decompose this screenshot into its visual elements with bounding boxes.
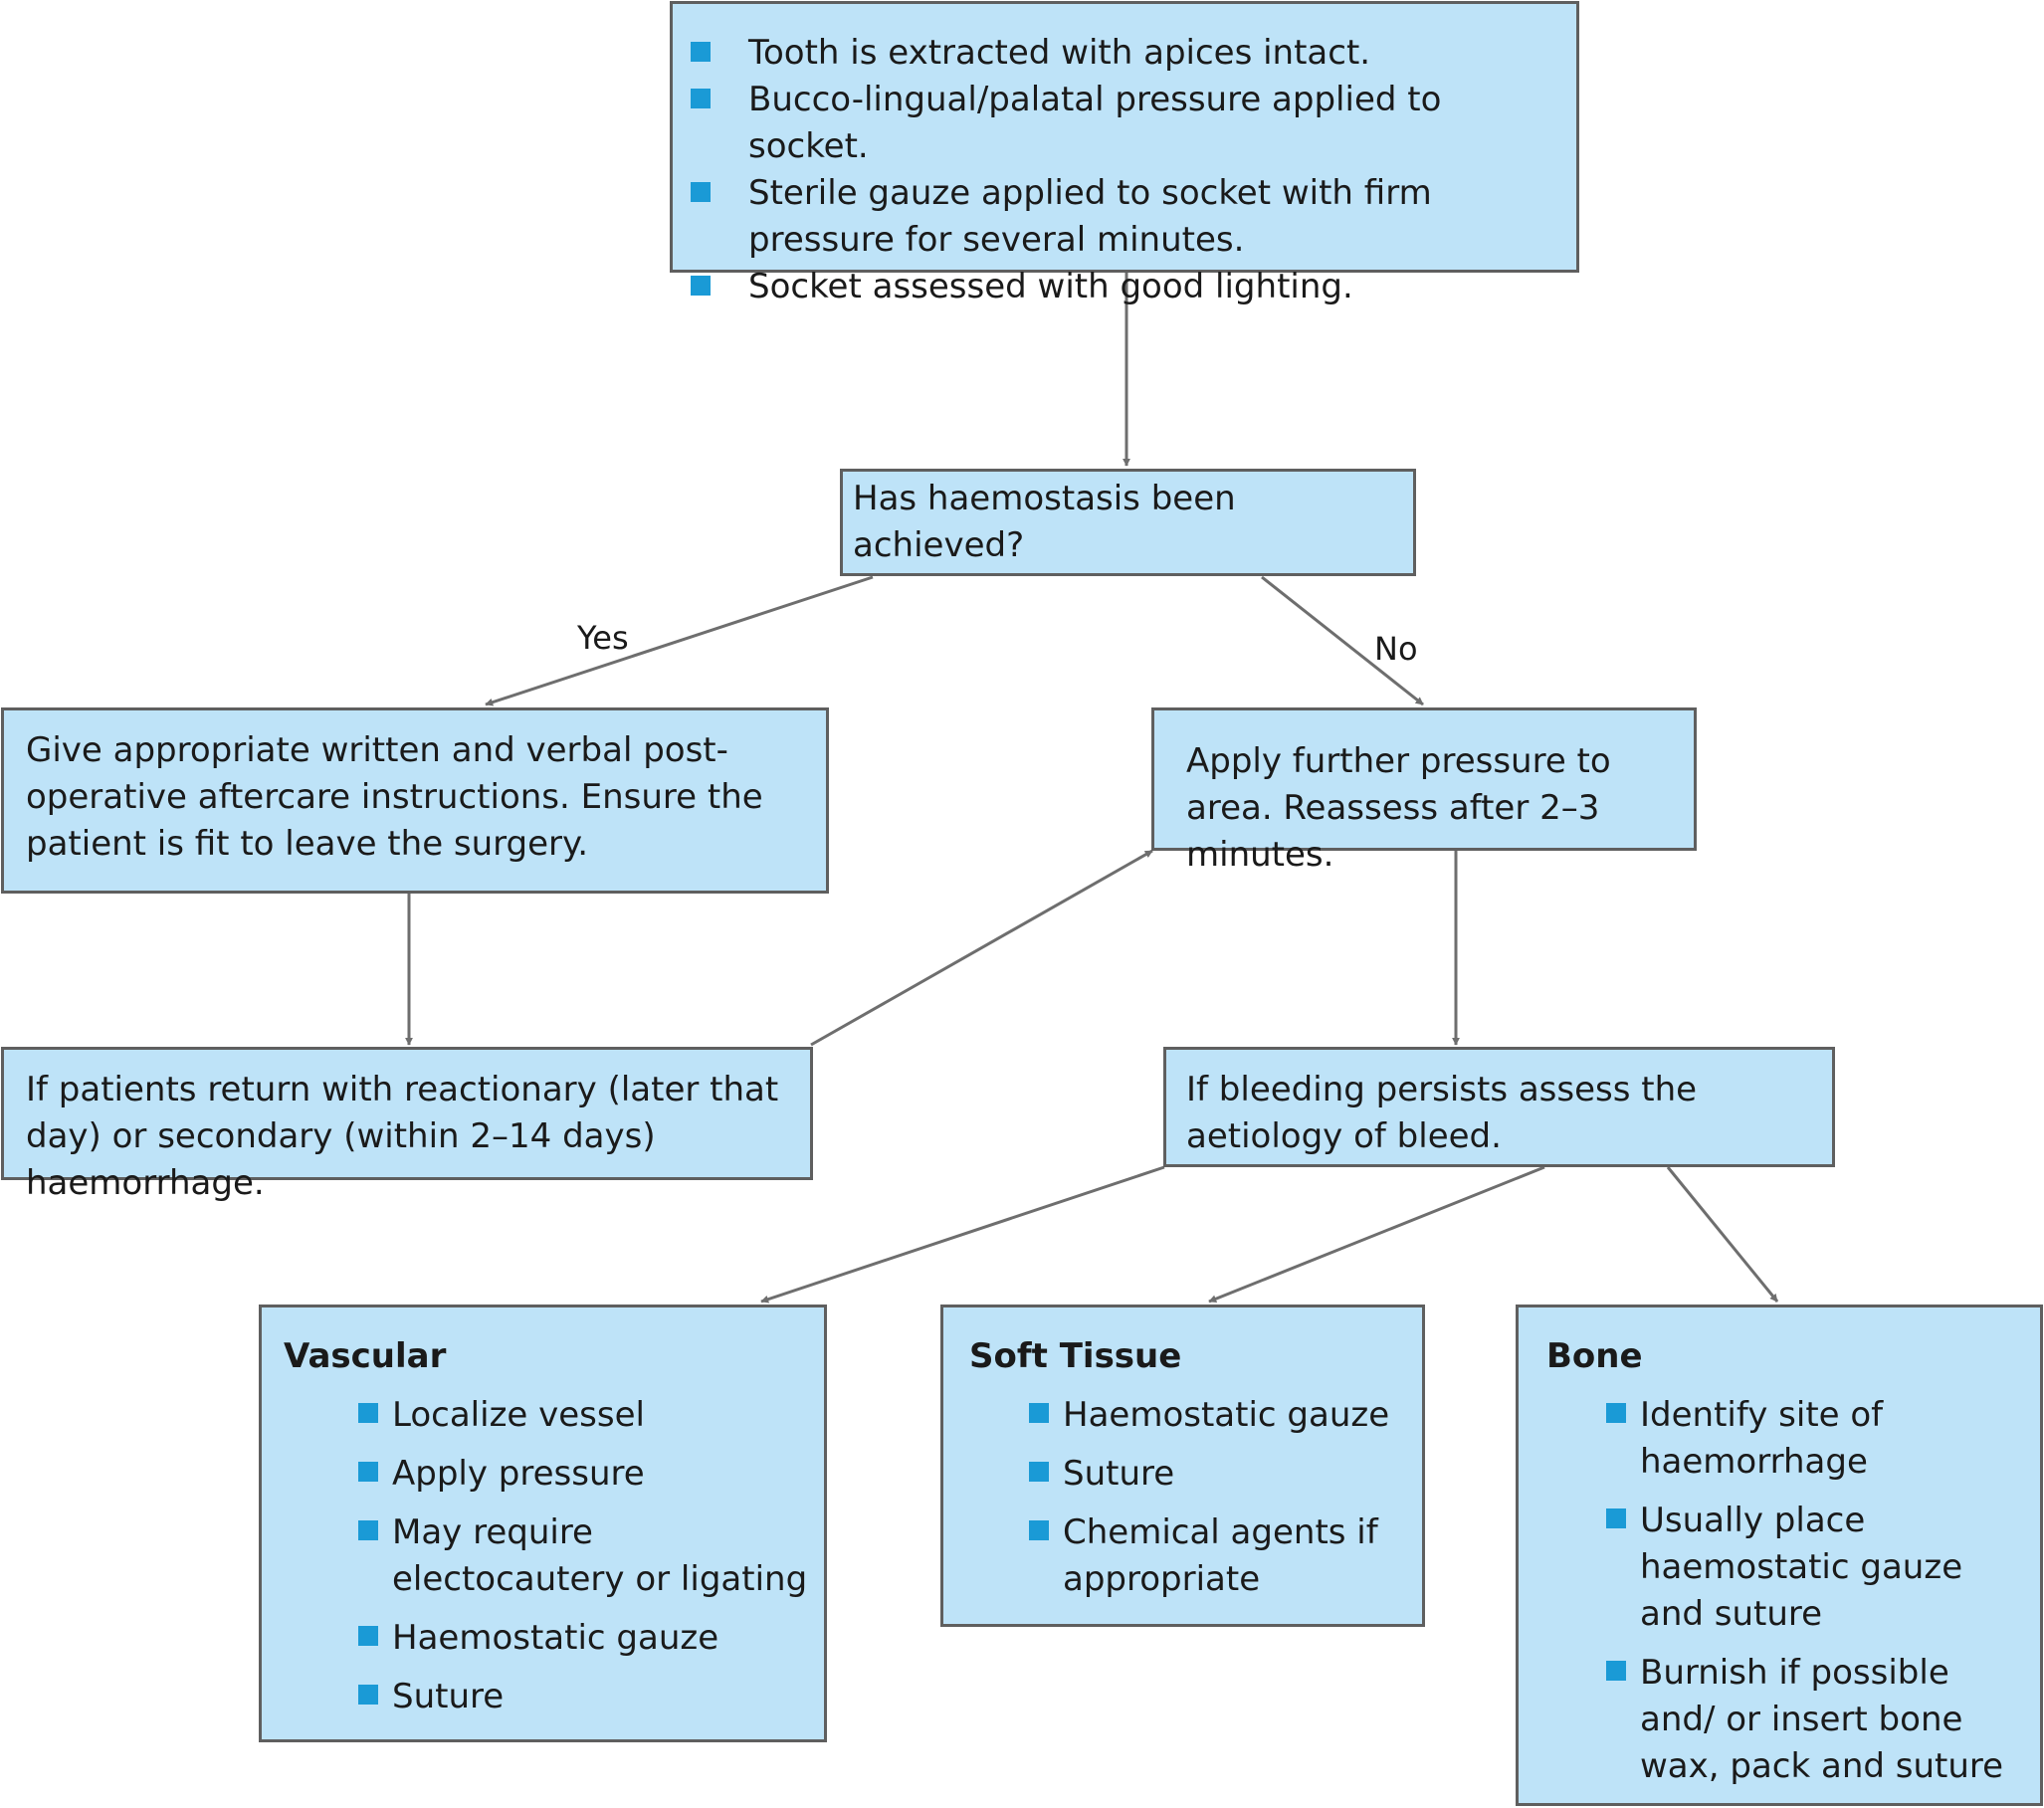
start-box: Tooth is extracted with apices intact. B… <box>670 1 1579 306</box>
start-step: Bucco-lingual/palatal pressure applied t… <box>691 77 1564 170</box>
aftercare-text: Give appropriate written and verbal post… <box>26 730 763 864</box>
start-step: Socket assessed with good lighting. <box>691 264 1564 310</box>
soft-tissue-heading: Soft Tissue <box>969 1336 1182 1376</box>
start-steps: Tooth is extracted with apices intact. B… <box>691 30 1564 310</box>
bone-item: Identify site of haemorrhage <box>1606 1392 2032 1486</box>
arrow-return-to-pressure <box>810 849 1153 1047</box>
bullet-icon <box>1029 1403 1049 1423</box>
bone-box: Bone Identify site of haemorrhage Usuall… <box>1516 1305 2043 1806</box>
bone-heading: Bone <box>1546 1336 1643 1376</box>
question-box: Has haemostasis been achieved? <box>840 469 1416 576</box>
return-box: If patients return with reactionary (lat… <box>1 1047 813 1203</box>
start-step: Tooth is extracted with apices intact. <box>691 30 1564 77</box>
soft-tissue-list: Haemostatic gauze Suture Chemical agents… <box>1029 1392 1410 1603</box>
bone-item: Burnish if possible and/ or insert bone … <box>1606 1650 2032 1790</box>
bullet-icon <box>358 1403 378 1423</box>
arrow-to-soft-tissue <box>1208 1165 1545 1304</box>
vascular-heading: Vascular <box>284 1336 447 1376</box>
vascular-item: Haemostatic gauze <box>358 1615 810 1662</box>
vascular-item: Localize vessel <box>358 1392 810 1439</box>
vascular-item: Apply pressure <box>358 1451 810 1498</box>
vascular-box: Vascular Localize vessel Apply pressure … <box>259 1305 827 1742</box>
start-step: Sterile gauze applied to socket with fir… <box>691 170 1564 264</box>
bullet-icon <box>691 89 711 108</box>
question-text: Has haemostasis been achieved? <box>853 479 1236 565</box>
aftercare-box: Give appropriate written and verbal post… <box>1 707 829 894</box>
persist-text: If bleeding persists assess the aetiolog… <box>1186 1070 1698 1156</box>
arrow-to-vascular <box>760 1165 1165 1304</box>
vascular-item: May require electocautery or ligating <box>358 1509 810 1603</box>
pressure-text: Apply further pressure to area. Reassess… <box>1186 741 1611 875</box>
bone-item: Usually place haemostatic gauze and sutu… <box>1606 1498 2032 1638</box>
bullet-icon <box>1606 1403 1626 1423</box>
bullet-icon <box>1029 1462 1049 1482</box>
persist-box: If bleeding persists assess the aetiolog… <box>1163 1047 1835 1167</box>
yes-label: Yes <box>577 619 629 657</box>
bullet-icon <box>691 276 711 296</box>
soft-tissue-item: Chemical agents if appropriate <box>1029 1509 1410 1603</box>
bullet-icon <box>358 1685 378 1705</box>
bullet-icon <box>1606 1508 1626 1528</box>
bone-list: Identify site of haemorrhage Usually pla… <box>1606 1392 2032 1790</box>
bullet-icon <box>358 1462 378 1482</box>
vascular-list: Localize vessel Apply pressure May requi… <box>358 1392 810 1720</box>
arrow-yes <box>485 575 874 706</box>
vascular-item: Suture <box>358 1674 810 1720</box>
bullet-icon <box>691 182 711 202</box>
bullet-icon <box>358 1520 378 1540</box>
return-text: If patients return with reactionary (lat… <box>26 1070 779 1203</box>
soft-tissue-box: Soft Tissue Haemostatic gauze Suture Che… <box>940 1305 1425 1627</box>
soft-tissue-item: Suture <box>1029 1451 1410 1498</box>
arrow-no <box>1261 575 1424 706</box>
bullet-icon <box>1029 1520 1049 1540</box>
bullet-icon <box>358 1626 378 1646</box>
soft-tissue-item: Haemostatic gauze <box>1029 1392 1410 1439</box>
bullet-icon <box>691 42 711 62</box>
no-label: No <box>1374 630 1418 668</box>
pressure-box: Apply further pressure to area. Reassess… <box>1151 707 1697 875</box>
bullet-icon <box>1606 1661 1626 1681</box>
arrow-to-bone <box>1666 1166 1779 1303</box>
